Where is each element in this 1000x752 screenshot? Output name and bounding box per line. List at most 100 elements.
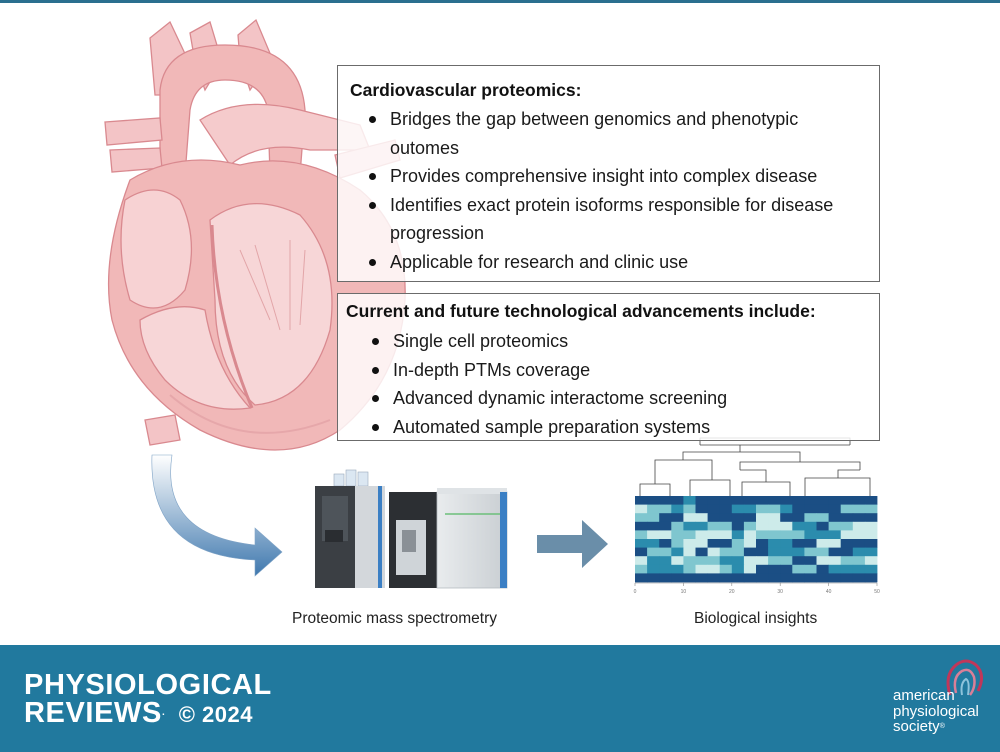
heatmap-cell [731, 496, 745, 505]
heatmap-cell [840, 504, 854, 514]
heatmap-cell [683, 513, 696, 523]
heatmap-cell [635, 539, 648, 548]
heatmap-cell [780, 556, 793, 566]
heatmap-cell [840, 521, 854, 531]
bullet-item: Provides comprehensive insight into comp… [369, 162, 867, 191]
heatmap-cell [780, 547, 793, 557]
heatmap-cell [804, 530, 817, 540]
septum [210, 224, 254, 409]
society-name-mark: ® [939, 723, 945, 730]
society-logo-icon [946, 659, 983, 696]
heatmap-cell [647, 564, 660, 574]
heatmap-cell [743, 521, 757, 531]
heatmap-cell [792, 547, 805, 557]
heatmap-cell [719, 496, 733, 505]
heatmap-cell [864, 539, 878, 548]
heatmap-tick-label: 40 [826, 589, 832, 595]
heatmap-cell [659, 530, 672, 540]
heatmap-cell [647, 530, 660, 540]
heatmap-cell [756, 564, 769, 574]
heatmap-cell [840, 556, 854, 566]
heatmap-cell [852, 521, 866, 531]
heatmap-cell [864, 504, 878, 514]
bottle-2 [345, 469, 357, 487]
heatmap-cell [804, 573, 817, 583]
heatmap-cell [828, 504, 842, 514]
heatmap-cell [659, 504, 672, 514]
heatmap-cell [864, 496, 878, 505]
heatmap-cell [695, 547, 708, 557]
heatmap-cell [671, 564, 684, 574]
heatmap-cell [707, 513, 721, 523]
heatmap-cell [707, 547, 721, 557]
right-atrium [120, 189, 193, 309]
heatmap-cell [828, 547, 842, 557]
heatmap-cell [743, 504, 757, 514]
ms-body [436, 491, 508, 589]
heatmap-cell [707, 504, 721, 514]
mass-spectrometer [315, 469, 508, 589]
heatmap-cell [864, 573, 878, 583]
heatmap-cell [768, 539, 781, 548]
heatmap-cell [756, 539, 769, 548]
heatmap-cell [792, 556, 805, 566]
dendrogram [639, 437, 871, 497]
bullet-text: Provides comprehensive insight into comp… [390, 166, 818, 186]
heatmap-cell [659, 556, 672, 566]
heatmap-cell [683, 504, 696, 514]
heatmap-cell [671, 547, 684, 557]
heatmap-cell [635, 573, 648, 583]
bottle-3 [357, 471, 369, 487]
heatmap-cell [671, 539, 684, 548]
heatmap-cell [828, 539, 842, 548]
heatmap-cell [852, 496, 866, 505]
heatmap-cell [695, 521, 708, 531]
vessel-left-1 [104, 117, 163, 146]
valve-strings [239, 240, 306, 331]
heatmap-cell [780, 496, 793, 505]
society-name-line3: society [893, 718, 940, 735]
heatmap-cell [707, 564, 721, 574]
proteomics-heading: Cardiovascular proteomics: [350, 80, 582, 100]
heatmap-cell [852, 539, 866, 548]
heatmap-cell [828, 513, 842, 523]
heatmap-cell [816, 530, 829, 540]
mass-spec-caption: Proteomic mass spectrometry [292, 610, 497, 627]
bullet-text: Bridges the gap between genomics and phe… [390, 109, 799, 158]
heatmap-cell [864, 513, 878, 523]
heatmap-cell [635, 521, 648, 531]
heatmap-cell [707, 573, 721, 583]
bullet-item: Applicable for research and clinic use [369, 248, 867, 277]
heatmap-cell [695, 504, 708, 514]
heatmap-cell [852, 530, 866, 540]
bullet-dot [369, 173, 376, 180]
heatmap-cell [852, 547, 866, 557]
bullet-dot [372, 338, 379, 345]
heatmap-cell [840, 513, 854, 523]
bullet-item: Single cell proteomics [372, 327, 867, 356]
journal-title: PHYSIOLOGICAL REVIEWS.© 2024 [24, 671, 272, 729]
curved-arrow [151, 454, 283, 577]
heatmap-cell [756, 513, 769, 523]
bullet-item: Bridges the gap between genomics and phe… [369, 105, 867, 162]
heatmap-cell [804, 504, 817, 514]
heatmap-cell [719, 573, 733, 583]
left-ventricle-chamber [209, 202, 333, 406]
heatmap-cell [647, 496, 660, 505]
heatmap-cell [683, 521, 696, 531]
top-rule [0, 0, 1000, 3]
heatmap-cell [659, 564, 672, 574]
heatmap-cell [840, 573, 854, 583]
heatmap-tick-label: 20 [729, 589, 735, 595]
heatmap-cell [719, 504, 733, 514]
bullet-item: In-depth PTMs coverage [372, 356, 867, 385]
heatmap-cell [768, 521, 781, 531]
heatmap-cell [768, 547, 781, 557]
heatmap-cell [852, 573, 866, 583]
heatmap-cell [864, 547, 878, 557]
heatmap-cell [780, 513, 793, 523]
heatmap [635, 496, 878, 583]
heatmap-cell [792, 539, 805, 548]
heatmap-cell [840, 564, 854, 574]
heatmap-cell [647, 547, 660, 557]
